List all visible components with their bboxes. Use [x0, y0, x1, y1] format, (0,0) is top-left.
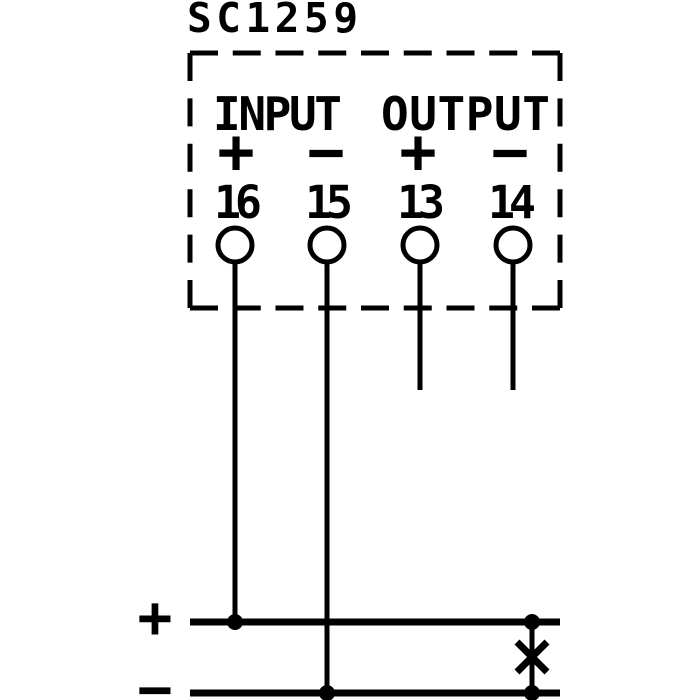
terminal-16-polarity: + — [217, 115, 254, 188]
terminal-13-circle-icon — [400, 225, 440, 265]
junction-dot-icon — [319, 685, 335, 700]
output-section-label: OUTPUT — [381, 87, 550, 141]
terminal-15-circle-icon — [307, 225, 347, 265]
terminal-14-circle-icon — [493, 225, 533, 265]
terminal-16-circle-icon — [215, 225, 255, 265]
junction-dot-icon — [227, 614, 243, 630]
input-section-label: INPUT — [213, 87, 342, 141]
negative-bus-label: − — [138, 655, 173, 700]
terminal-14-number: 14 — [488, 176, 536, 229]
x-mark-icon — [514, 639, 550, 675]
device-title: SC1259 — [187, 0, 358, 42]
junction-dot-icon — [524, 614, 540, 630]
terminal-13-number: 13 — [397, 176, 445, 229]
terminal-13-polarity: + — [399, 115, 436, 188]
terminal-15-polarity: − — [307, 115, 344, 188]
terminal-15-number: 15 — [305, 176, 353, 229]
device-box-border — [187, 50, 563, 311]
terminal-14-polarity: − — [491, 115, 528, 188]
terminal-16-number: 16 — [214, 176, 262, 229]
junction-dot-icon — [524, 685, 540, 700]
positive-bus-label: + — [138, 583, 173, 651]
